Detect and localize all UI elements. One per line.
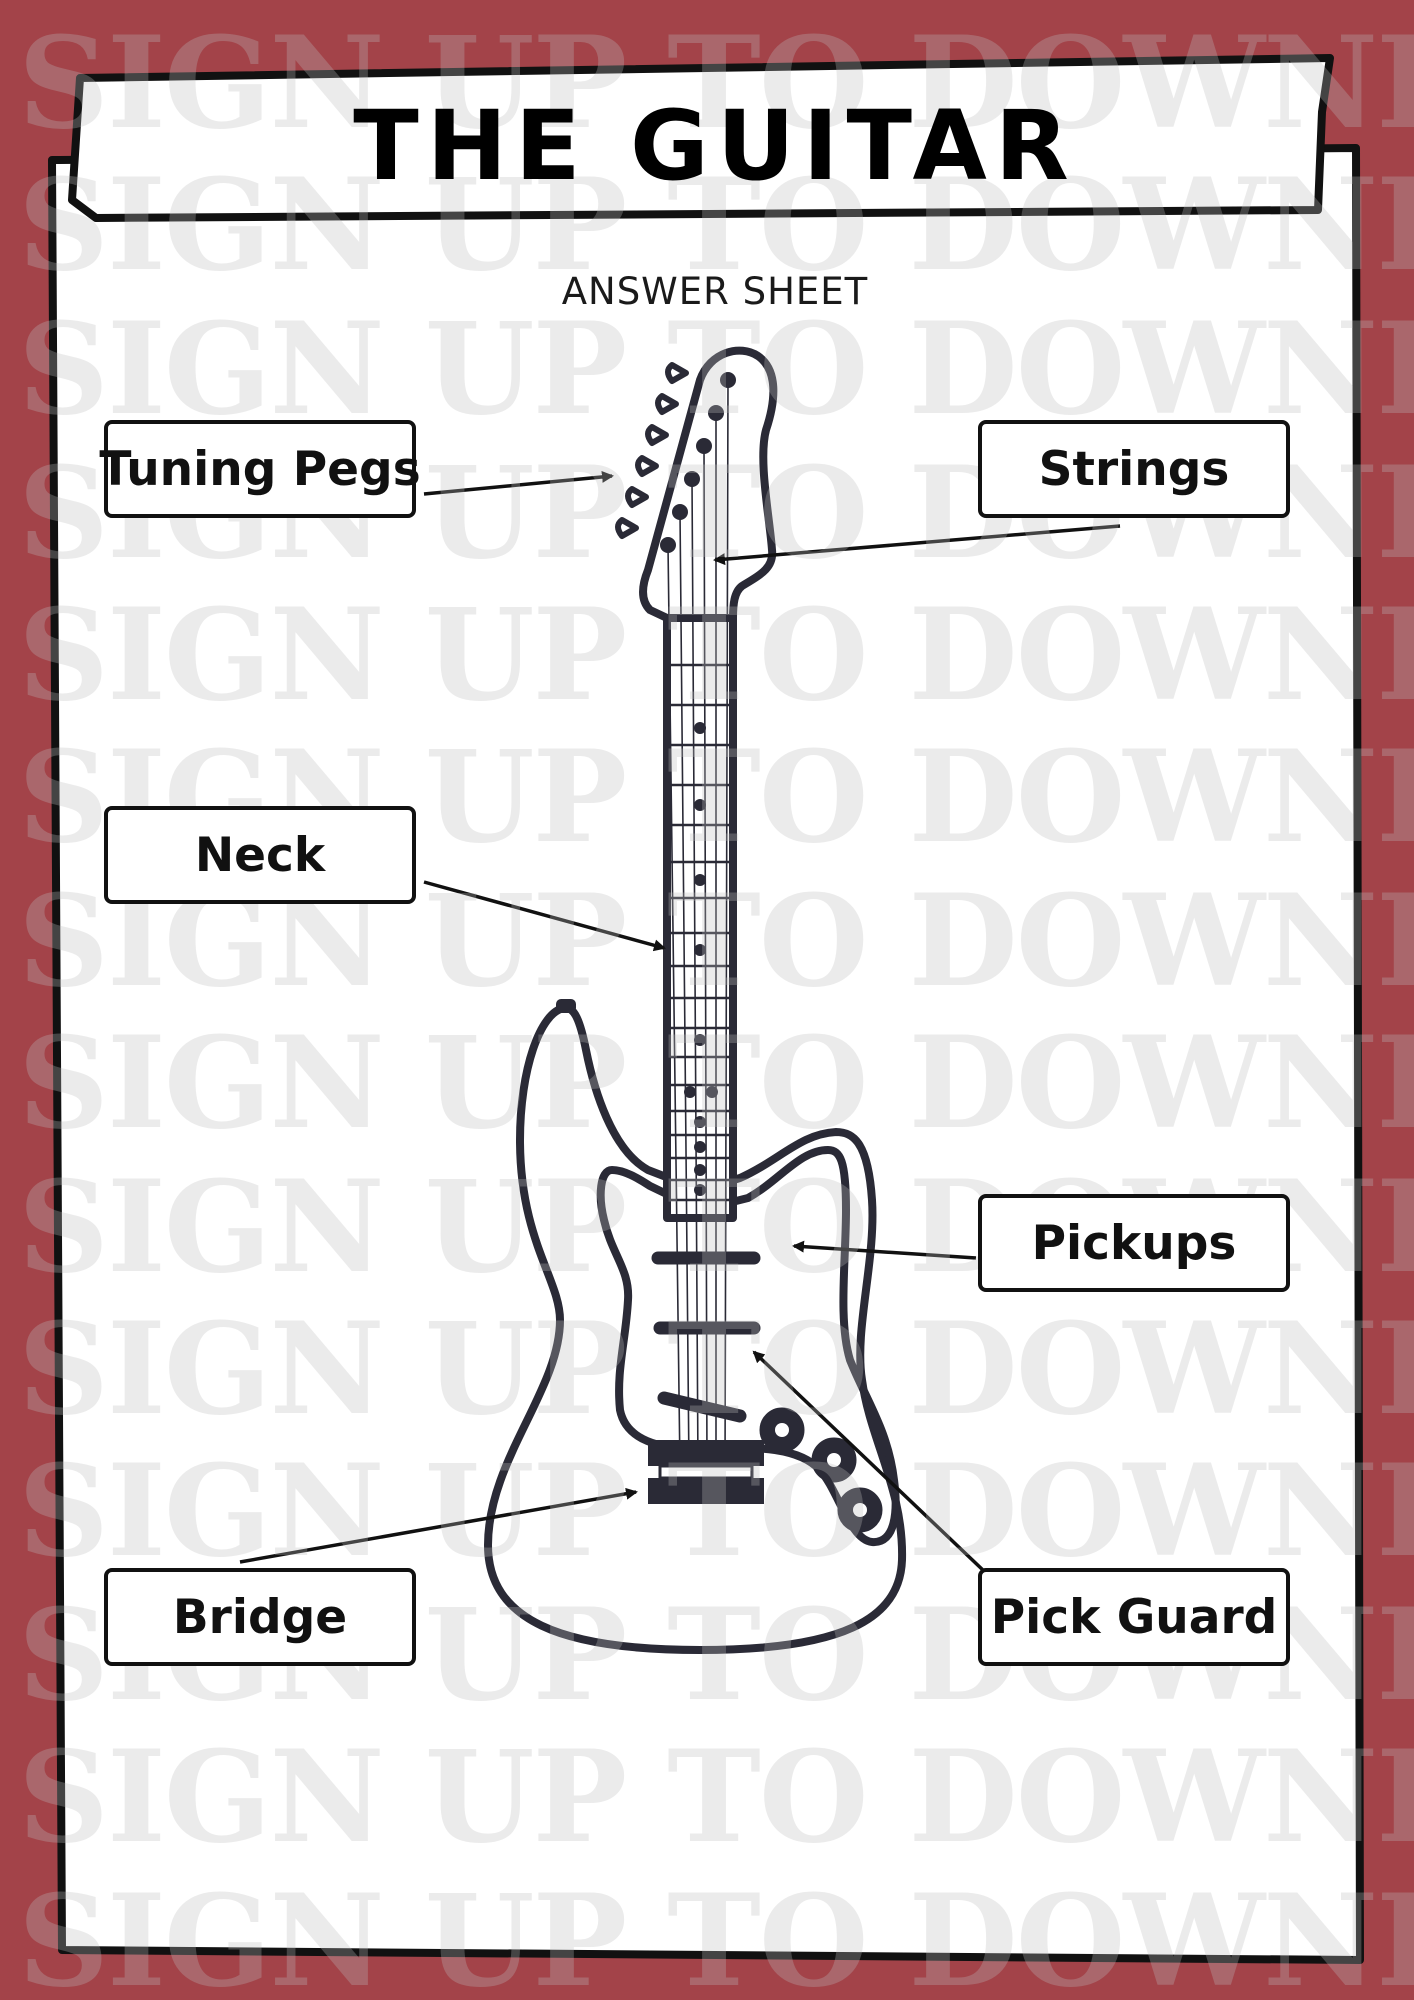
guitar-headstock — [639, 346, 778, 622]
label-strings: Strings — [978, 420, 1290, 518]
label-pickups: Pickups — [978, 1194, 1290, 1292]
frets — [665, 663, 735, 1202]
arrow-tuning-pegs — [423, 470, 614, 496]
label-pick-guard: Pick Guard — [978, 1568, 1290, 1666]
guitar-pickguard — [596, 1146, 900, 1546]
arrow-bridge — [239, 1487, 638, 1564]
label-neck: Neck — [104, 806, 416, 904]
arrow-neck — [423, 880, 666, 952]
strap-button — [556, 999, 576, 1013]
page-subtitle: ANSWER SHEET — [561, 270, 869, 313]
guitar-strings — [667, 379, 729, 1471]
title-banner — [68, 54, 1334, 222]
guitar-body-outline — [484, 1003, 907, 1654]
arrow-pickups — [792, 1240, 977, 1260]
tuning-pegs — [615, 362, 689, 539]
guitar-illustration — [484, 346, 907, 1654]
page-title: THE GUITAR — [353, 90, 1077, 202]
control-knobs — [759, 1407, 883, 1533]
label-arrows — [239, 470, 1121, 1574]
label-tuning-pegs: Tuning Pegs — [99, 420, 421, 518]
guitar-pickups — [651, 1251, 761, 1423]
guitar-bridge — [648, 1440, 764, 1504]
label-bridge: Bridge — [104, 1568, 416, 1666]
arrow-strings — [713, 524, 1121, 566]
arrow-pick-guard — [752, 1350, 987, 1574]
